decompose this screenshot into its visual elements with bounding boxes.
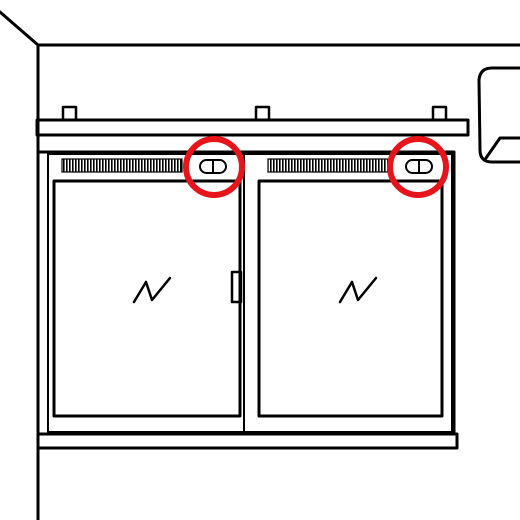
right-window-latch[interactable] [405, 159, 433, 174]
sash-handle [230, 270, 243, 304]
right-vent-strip [267, 158, 389, 173]
right-sash [243, 153, 453, 433]
window-frame [36, 150, 456, 436]
left-vent-strip [61, 158, 183, 173]
highlight-circle-right-latch [387, 136, 449, 198]
glass-reflection-icon [132, 276, 172, 304]
left-window-latch[interactable] [199, 159, 227, 174]
air-conditioner-unit [477, 66, 520, 164]
curtain-rail [35, 118, 470, 137]
rail-bracket-right [431, 105, 448, 122]
window-sill [36, 432, 459, 450]
rail-bracket-center [254, 105, 271, 122]
rail-bracket-left [61, 105, 78, 122]
highlight-circle-left-latch [183, 136, 245, 198]
right-glass-pane [257, 179, 444, 418]
glass-reflection-icon [338, 276, 378, 304]
ceiling-corner-line [0, 10, 40, 47]
left-glass-pane [52, 179, 242, 418]
